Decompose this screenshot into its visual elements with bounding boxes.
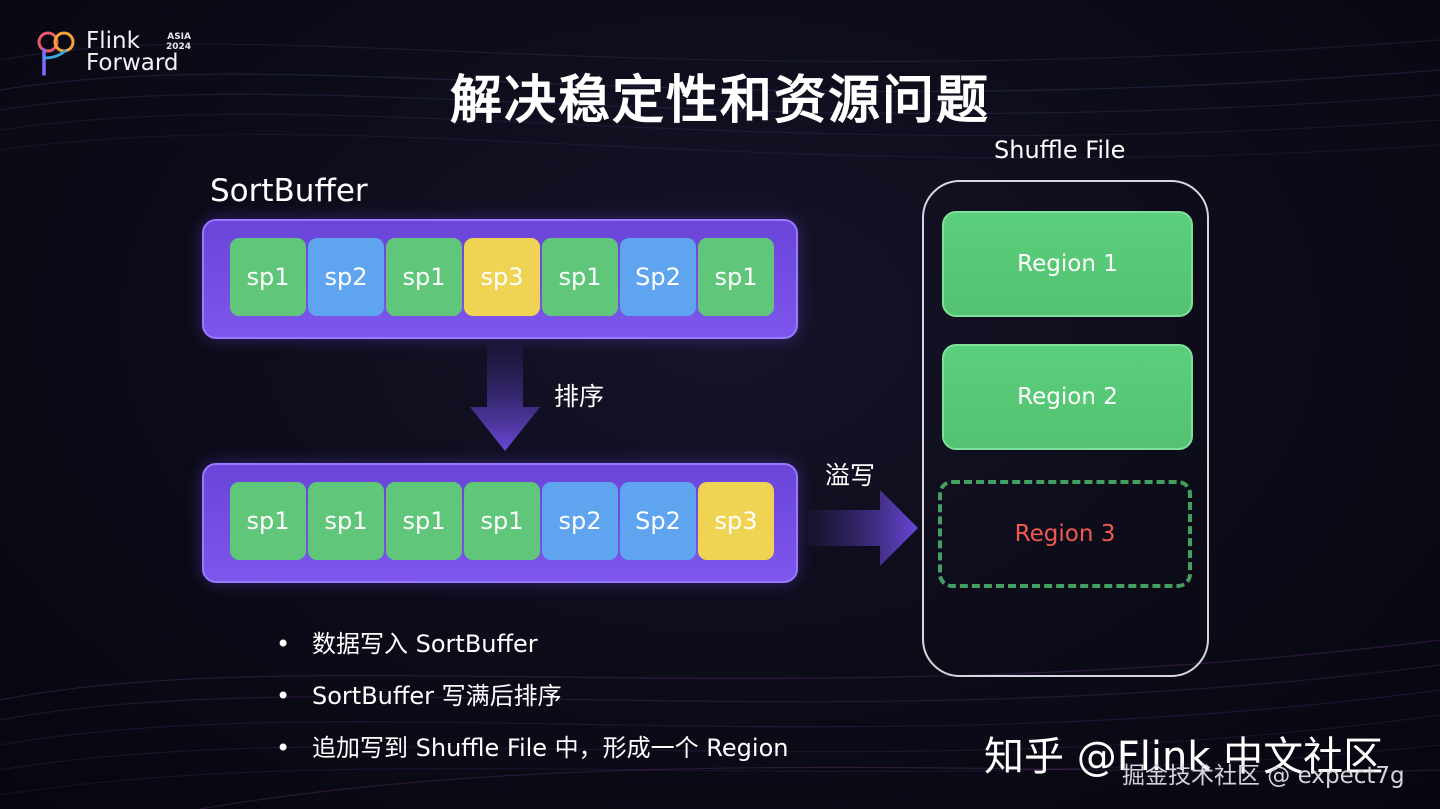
sort-label: 排序 xyxy=(554,382,605,411)
sort-arrow-icon xyxy=(470,345,540,451)
region-1: Region 1 xyxy=(942,211,1193,317)
bullet-item: 追加写到 Shuffle File 中，形成一个 Region xyxy=(276,726,788,778)
sortbuffer-label: SortBuffer xyxy=(210,173,368,209)
partition-cell: sp1 xyxy=(386,482,462,560)
region-3-new: Region 3 xyxy=(938,480,1192,588)
sortbuffer-unsorted: sp1 sp2 sp1 sp3 sp1 Sp2 sp1 xyxy=(202,219,798,339)
partition-cell: Sp2 xyxy=(620,238,696,316)
sortbuffer-sorted: sp1 sp1 sp1 sp1 sp2 Sp2 sp3 xyxy=(202,463,798,583)
partition-cell: sp1 xyxy=(542,238,618,316)
bullet-item: SortBuffer 写满后排序 xyxy=(276,674,788,726)
partition-cell: sp3 xyxy=(698,482,774,560)
watermark-zhihu: 知乎 @Flink 中文社区 xyxy=(984,734,1384,780)
bullet-item: 数据写入 SortBuffer xyxy=(276,622,788,674)
partition-cell: sp1 xyxy=(230,238,306,316)
flink-forward-logo: Flink Forward ASIA 2024 xyxy=(36,28,206,80)
shuffle-file-container xyxy=(922,180,1209,677)
partition-cell: sp1 xyxy=(698,238,774,316)
partition-cell: sp1 xyxy=(386,238,462,316)
partition-cell: sp1 xyxy=(308,482,384,560)
watermark-juejin: 掘金技术社区 @ expect7g xyxy=(1122,763,1405,789)
slide-title: 解决稳定性和资源问题 xyxy=(449,71,990,131)
partition-cell: sp2 xyxy=(308,238,384,316)
shuffle-file-label: Shuffle File xyxy=(994,136,1126,164)
partition-cell: Sp2 xyxy=(620,482,696,560)
partition-cell: sp1 xyxy=(230,482,306,560)
spill-arrow-icon xyxy=(808,490,918,566)
partition-cell: sp3 xyxy=(464,238,540,316)
bullet-list: 数据写入 SortBuffer SortBuffer 写满后排序 追加写到 Sh… xyxy=(276,622,788,778)
logo-wordmark: Flink Forward xyxy=(86,28,179,76)
region-2: Region 2 xyxy=(942,344,1193,450)
partition-cell: sp1 xyxy=(464,482,540,560)
logo-badge: ASIA 2024 xyxy=(165,32,191,52)
spill-label: 溢写 xyxy=(825,461,876,490)
flink-logo-icon xyxy=(37,31,75,76)
partition-cell: sp2 xyxy=(542,482,618,560)
